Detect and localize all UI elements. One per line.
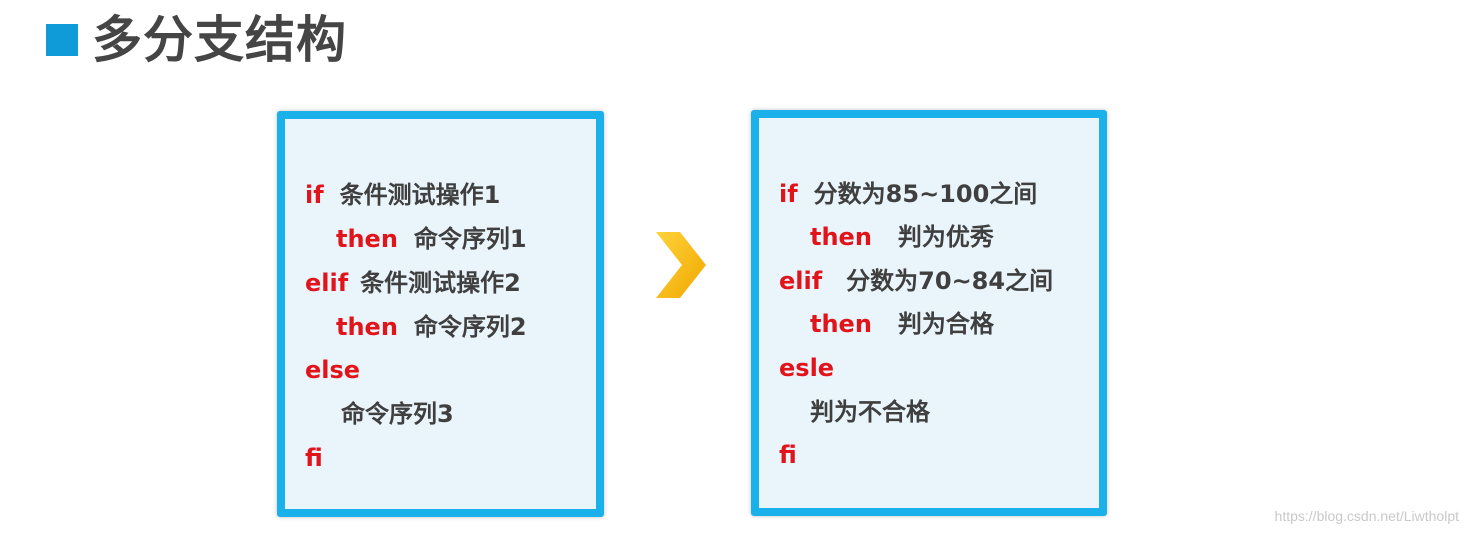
code-line: fi (305, 446, 323, 470)
code-line: then 命令序列2 (336, 315, 527, 339)
command-text: 判为合格 (897, 310, 994, 338)
page-title: 多分支结构 (92, 11, 347, 69)
keyword: then (336, 313, 398, 341)
title-bullet-square (46, 24, 78, 56)
code-line: then 判为优秀 (810, 225, 994, 249)
command-text: 命令序列1 (413, 225, 527, 253)
code-line: then 判为合格 (810, 312, 994, 336)
command-text: 判为不合格 (810, 398, 930, 426)
page-title-row: 多分支结构 (46, 8, 347, 72)
command-text: 判为优秀 (897, 223, 994, 251)
code-line: fi (779, 443, 797, 467)
keyword: else (305, 356, 361, 384)
code-line: elif 分数为70~84之间 (779, 269, 1053, 293)
condition-text: 分数为70~84之间 (846, 267, 1054, 295)
code-line: elif 条件测试操作2 (305, 271, 521, 295)
command-text: 命令序列2 (413, 313, 527, 341)
keyword: fi (779, 441, 797, 469)
keyword: elif (779, 267, 823, 295)
code-line: if 分数为85~100之间 (779, 182, 1037, 206)
watermark: https://blog.csdn.net/Liwtholpt (1274, 508, 1459, 524)
keyword: esle (779, 354, 835, 382)
keyword: then (810, 223, 872, 251)
code-line: if 条件测试操作1 (305, 183, 500, 207)
keyword: then (336, 225, 398, 253)
condition-text: 分数为85~100之间 (813, 180, 1038, 208)
keyword: fi (305, 444, 323, 472)
syntax-box: if 条件测试操作1 then 命令序列1 elif 条件测试操作2 then 命令序列… (277, 111, 604, 517)
command-text: 命令序列3 (341, 400, 454, 428)
example-box: if 分数为85~100之间 then 判为优秀 elif 分数为70~84之间 th… (751, 110, 1107, 516)
code-line: esle (779, 356, 834, 380)
keyword: elif (305, 269, 349, 297)
code-line: else (305, 358, 360, 382)
condition-text: 条件测试操作2 (360, 269, 521, 297)
keyword: if (305, 181, 324, 209)
keyword: if (779, 180, 798, 208)
code-line: 命令序列3 (341, 402, 454, 426)
condition-text: 条件测试操作1 (339, 181, 501, 209)
code-line: 判为不合格 (810, 400, 930, 424)
keyword: then (810, 310, 872, 338)
chevron-right-icon (656, 232, 706, 298)
code-line: then 命令序列1 (336, 227, 527, 251)
